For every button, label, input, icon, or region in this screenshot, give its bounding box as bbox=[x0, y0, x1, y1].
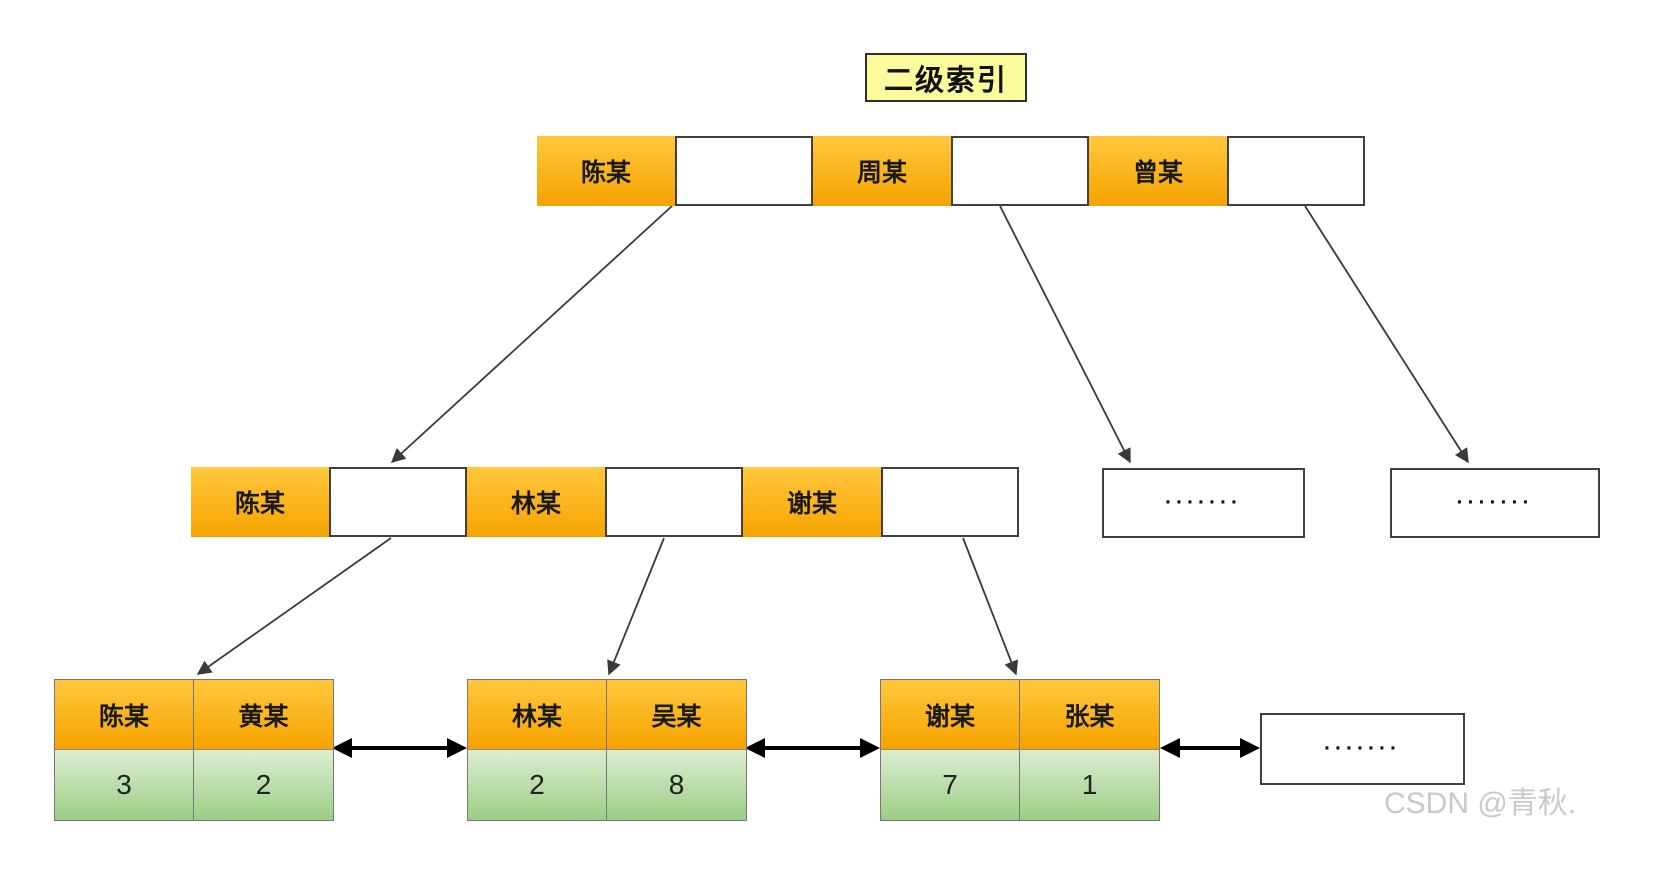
internal-pointer-cell bbox=[605, 467, 743, 537]
leaf-value-cell: 8 bbox=[607, 750, 746, 820]
leaf-node-3: 谢某 张某 7 1 bbox=[880, 679, 1160, 821]
leaf-value-cell: 3 bbox=[55, 750, 194, 820]
leaf-key-cell: 黄某 bbox=[194, 680, 333, 749]
internal-ellipsis-box-2: ······· bbox=[1390, 468, 1600, 538]
leaf-key-cell: 林某 bbox=[468, 680, 607, 749]
leaf-node-2: 林某 吴某 2 8 bbox=[467, 679, 747, 821]
root-pointer-cell bbox=[1227, 136, 1365, 206]
leaf-key-cell: 张某 bbox=[1020, 680, 1159, 749]
edge-internal-to-leaf-3 bbox=[962, 537, 1019, 676]
internal-ellipsis-box-1: ······· bbox=[1102, 468, 1305, 538]
leaf-key-cell: 谢某 bbox=[881, 680, 1020, 749]
ellipsis-text: ······· bbox=[1165, 491, 1242, 514]
edge-internal-to-leaf-2 bbox=[607, 537, 665, 676]
internal-key-cell: 谢某 bbox=[743, 467, 881, 537]
root-key-cell: 周某 bbox=[813, 136, 951, 206]
leaf-key-cell: 陈某 bbox=[55, 680, 194, 749]
internal-pointer-cell bbox=[329, 467, 467, 537]
internal-key-cell: 陈某 bbox=[191, 467, 329, 537]
edge-internal-to-leaf-1 bbox=[196, 537, 392, 675]
root-pointer-cell bbox=[675, 136, 813, 206]
internal-key-cell: 林某 bbox=[467, 467, 605, 537]
edge-root-to-ellipsis-1 bbox=[999, 205, 1131, 464]
root-index-node: 陈某 周某 曾某 bbox=[537, 136, 1365, 206]
edge-root-to-internal bbox=[390, 205, 673, 463]
leaf-value-cell: 2 bbox=[468, 750, 607, 820]
leaf-value-cell: 7 bbox=[881, 750, 1020, 820]
root-pointer-cell bbox=[951, 136, 1089, 206]
leaf-key-cell: 吴某 bbox=[607, 680, 746, 749]
leaf-node-1: 陈某 黄某 3 2 bbox=[54, 679, 334, 821]
leaf-value-cell: 2 bbox=[194, 750, 333, 820]
root-key-cell: 曾某 bbox=[1089, 136, 1227, 206]
leaf-ellipsis-box: ······· bbox=[1260, 713, 1465, 785]
internal-pointer-cell bbox=[881, 467, 1019, 537]
watermark: CSDN @青秋. bbox=[1384, 787, 1577, 820]
ellipsis-text: ······· bbox=[1456, 491, 1534, 514]
ellipsis-text: ······· bbox=[1324, 737, 1401, 760]
leaf-value-cell: 1 bbox=[1020, 750, 1159, 820]
edge-root-to-ellipsis-2 bbox=[1304, 205, 1469, 464]
internal-index-node: 陈某 林某 谢某 bbox=[191, 467, 1019, 537]
root-key-cell: 陈某 bbox=[537, 136, 675, 206]
diagram-title: 二级索引 bbox=[865, 53, 1027, 102]
